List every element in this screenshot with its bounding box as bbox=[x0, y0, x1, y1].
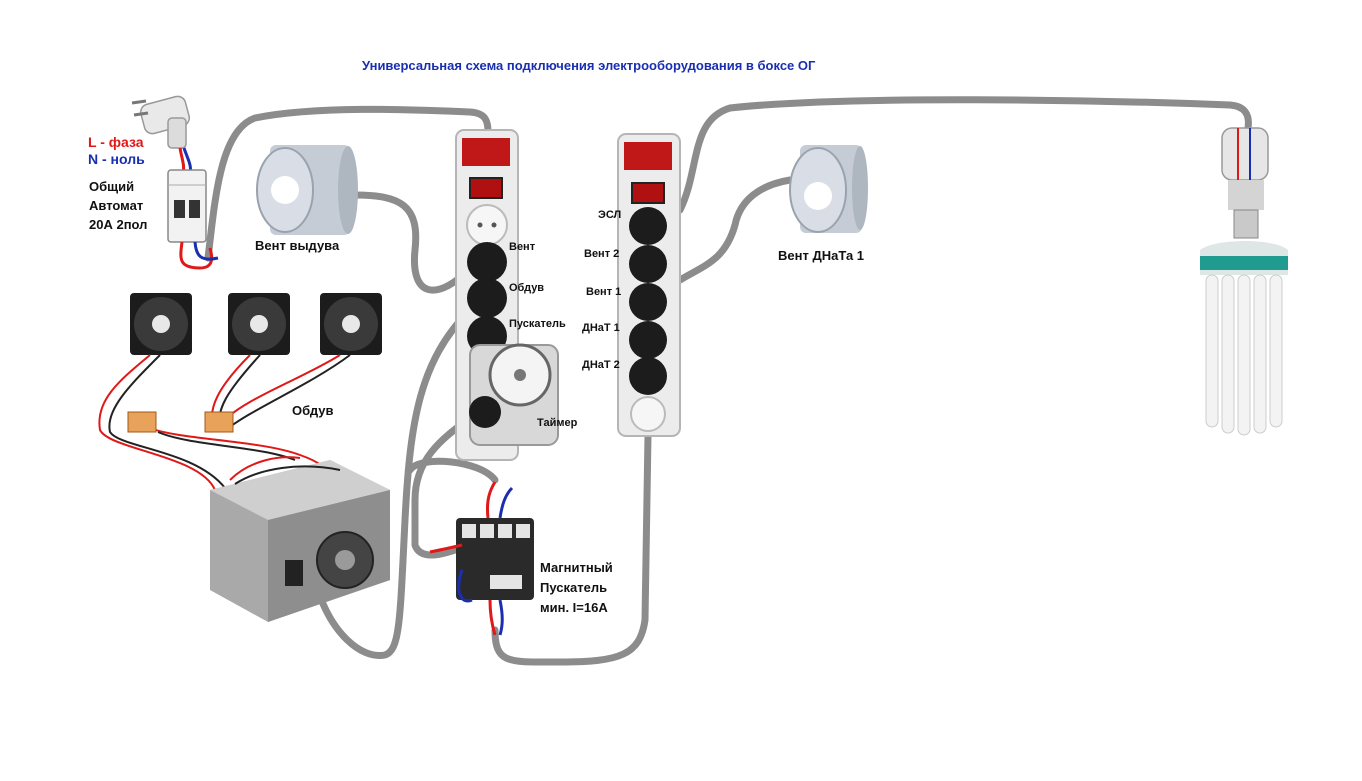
diagram-title: Универсальная схема подключения электроо… bbox=[362, 58, 816, 73]
strip2-socket-label: Вент 2 bbox=[584, 248, 620, 260]
breaker-label-line3: 20А 2пол bbox=[89, 217, 148, 232]
contactor-label-line2: Пускатель bbox=[540, 580, 608, 595]
strip2-socket-label: ДНаТ 2 bbox=[582, 359, 620, 371]
contactor-label-line3: мин. I=16А bbox=[540, 600, 608, 615]
plug-icon bbox=[131, 95, 192, 176]
strip2-socket-label: ДНаТ 1 bbox=[582, 322, 620, 334]
strip1-socket-label: Обдув bbox=[509, 282, 545, 294]
phase-legend: L - фаза bbox=[88, 134, 144, 150]
breaker-icon bbox=[167, 169, 219, 270]
strip2-socket-label: ЭСЛ bbox=[598, 209, 622, 221]
breaker-label-line2: Автомат bbox=[89, 198, 144, 213]
neutral-legend: N - ноль bbox=[88, 151, 145, 167]
strip1-socket-label: Пускатель bbox=[509, 318, 566, 330]
timer-icon bbox=[469, 343, 559, 446]
fan-icon bbox=[228, 293, 290, 355]
contactor-label-line1: Магнитный bbox=[540, 560, 613, 575]
exhaust-fan-label: Вент выдува bbox=[255, 238, 340, 253]
strip1-socket-label: Вент bbox=[509, 241, 536, 253]
fan-icon bbox=[320, 293, 382, 355]
power-supply-icon bbox=[210, 456, 390, 622]
timer-label: Таймер bbox=[537, 417, 578, 429]
lamp-icon bbox=[1200, 127, 1288, 436]
hps-fan-label: Вент ДНаТа 1 bbox=[778, 248, 865, 263]
pc-fans bbox=[98, 293, 382, 491]
power-cables bbox=[204, 96, 1252, 666]
fan-icon bbox=[130, 293, 192, 355]
blow-fans-label: Обдув bbox=[292, 403, 334, 418]
hps-fan-icon bbox=[789, 145, 868, 233]
power-strip-2-icon bbox=[617, 133, 681, 437]
strip2-socket-label: Вент 1 bbox=[586, 286, 622, 298]
breaker-label-line1: Общий bbox=[89, 179, 135, 194]
contactor-icon bbox=[429, 481, 534, 636]
exhaust-fan-icon bbox=[256, 145, 358, 235]
